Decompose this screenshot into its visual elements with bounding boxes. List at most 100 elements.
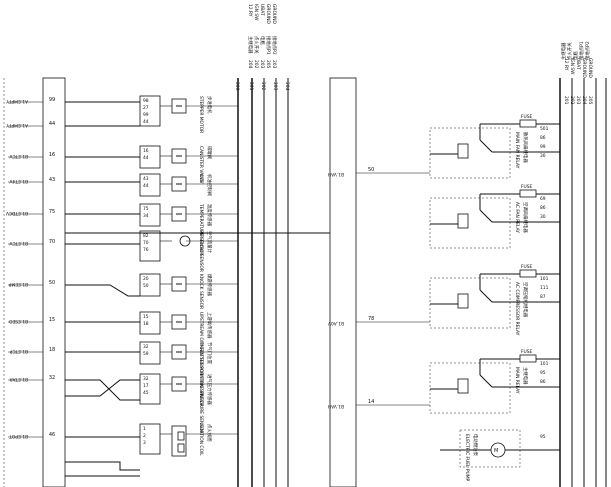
component-pin: 98	[143, 98, 149, 104]
relay-pin: 30	[540, 153, 546, 159]
pin-label: B1.ETCP	[10, 348, 28, 354]
relay-label-cn: 主继电器	[522, 367, 529, 385]
component-label-cn: 步进电机	[206, 96, 213, 114]
legend-label: 接地点P1	[578, 41, 585, 60]
component-pin: 44	[143, 119, 149, 125]
pin-label: B1.ETCV	[10, 240, 28, 246]
rail-num: 201	[248, 82, 254, 91]
power-rails-right	[559, 78, 607, 487]
pin-label: B1.ETDCV	[6, 210, 28, 216]
component-label-cn: 节气门位置	[206, 342, 213, 365]
relay-label-cn: 散热风扇继电器	[522, 132, 529, 163]
legend-wire: UBAT	[259, 4, 265, 16]
component-label-en: INTAKE PRESSURE SENSOR	[198, 374, 204, 434]
legend-wire: 12.RY	[247, 4, 253, 17]
relay-label-cn: 空调风扇继电器	[522, 202, 529, 233]
relay-label-en: AC FAN RELAY	[514, 202, 520, 233]
component-pin: 2	[143, 433, 146, 439]
right-panel: 12 RY IGN SW UBAT GROUND GROUND 主继电器 点火开…	[328, 41, 607, 487]
pin-number: 43	[49, 177, 55, 183]
relay-contact	[479, 139, 493, 153]
legend-label: 接地点P2	[584, 41, 591, 60]
component-pinblock	[139, 273, 161, 297]
relay-pin: 95	[540, 370, 546, 376]
component-label-en: AIR FLOW SENSOR	[198, 231, 204, 272]
pin-label: A1.EMPTY	[6, 122, 28, 128]
relay-outline	[429, 277, 511, 329]
relay-pin: 101	[540, 276, 549, 282]
pin-label: B1.ET4V	[10, 178, 28, 184]
rail-num: 200	[234, 82, 240, 91]
legend-wire: GROUND	[581, 58, 587, 78]
relay-pin: 86	[540, 135, 546, 141]
legend-code: 201	[563, 96, 569, 105]
component-pin: 1	[143, 426, 146, 432]
component-pin: 18	[143, 321, 149, 327]
legend-wire: 12 RY	[563, 58, 569, 71]
ecu-connector-left	[42, 77, 66, 487]
component-label-en: CANISTER VALVE	[198, 146, 204, 183]
legend-code: 202	[569, 96, 575, 105]
component-pin: 82	[143, 233, 149, 239]
component-label-en: KNOCK SENSOR	[198, 274, 204, 309]
fuse-label: FUSE	[521, 349, 533, 355]
relay-outline	[429, 197, 511, 249]
component-pinblock	[139, 203, 161, 227]
component-label-cn: 点火线圈	[206, 424, 213, 442]
harness-label: B1.VAH	[328, 403, 344, 409]
legend-label: 点火开关	[253, 36, 260, 54]
component-label-en: UPSTREAM OXYGEN SENSOR	[198, 312, 204, 375]
legend-code: 203	[259, 60, 265, 69]
legend-wire: GROUND	[265, 4, 271, 24]
relay-label-en: ELECTRIC FUEL PUMP	[464, 434, 470, 482]
legend-wire: GROUND	[271, 4, 277, 24]
harness-pin: 50	[368, 167, 374, 173]
harness-label: B1.VAH	[328, 171, 344, 177]
fuse-symbol	[519, 119, 537, 128]
left-panel: 200 201 202 203 204 12.RY IGN SW UBAT GR…	[3, 4, 330, 487]
legend-wire: IGN SW	[253, 4, 259, 21]
pump-motor-m: M	[494, 448, 498, 454]
relay-coil	[457, 213, 469, 229]
relay-pin: 86	[540, 205, 546, 211]
component-label-cn: 进气压力传感器	[206, 374, 213, 405]
harness-label: B1.A0V	[328, 320, 344, 326]
pin-label: B1.EEMP	[8, 281, 28, 287]
coil-winding	[177, 443, 185, 453]
component-label-en: OCV	[198, 174, 204, 184]
component-label-cn: 爆震传感器	[206, 274, 213, 297]
pin-number: 99	[49, 97, 55, 103]
harness-pin: 78	[368, 316, 374, 322]
component-pin: 45	[143, 390, 149, 396]
harness-pin: 14	[368, 399, 374, 405]
relay-pin: 86	[540, 379, 546, 385]
fuse-label: FUSE	[521, 114, 533, 120]
pin-number: 75	[49, 209, 55, 215]
legend-code: 205	[265, 60, 271, 69]
component-pinblock	[139, 423, 161, 455]
pin-number: 32	[49, 375, 55, 381]
component-pin: 43	[143, 176, 149, 182]
pin-number: 70	[49, 239, 55, 245]
component-label-en: IGNITION COIL	[198, 424, 204, 456]
legend-wire: GROUND	[587, 58, 593, 78]
relay-contact	[479, 289, 493, 303]
fuse-label: FUSE	[521, 184, 533, 190]
legend-code: 205	[587, 96, 593, 105]
component-label-cn: 碳罐阀	[206, 146, 213, 159]
relay-label-en: MAIN RELAY	[514, 367, 520, 394]
legend-label: 主继电器	[560, 42, 567, 60]
pin-number: 16	[49, 152, 55, 158]
legend-right: 12 RY IGN SW UBAT GROUND GROUND 主继电器 点火开…	[560, 41, 593, 104]
legend-code: 204	[247, 60, 253, 69]
rail-num: 203	[272, 82, 278, 91]
relay-pin: 99	[540, 144, 546, 150]
